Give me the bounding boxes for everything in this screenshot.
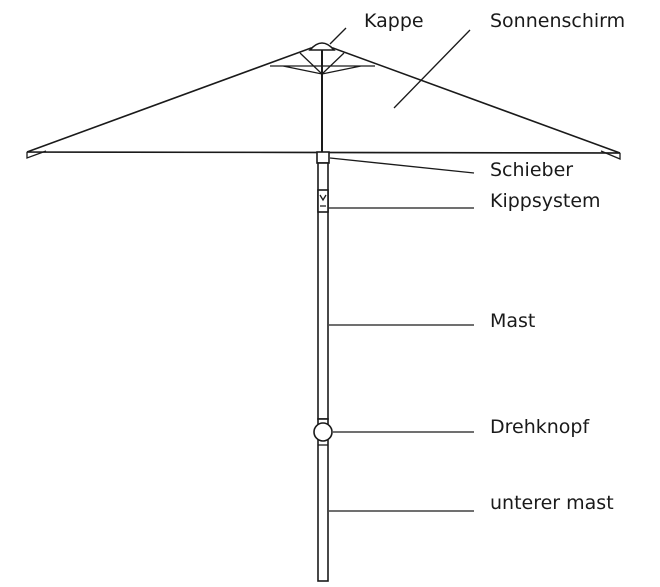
label-kappe: Kappe	[364, 10, 424, 32]
slider	[316, 151, 330, 164]
leader-sonnenschirm	[393, 29, 471, 109]
label-mast: Mast	[490, 310, 535, 332]
canopy-shape	[26, 47, 621, 154]
labels: Kappe Sonnenschirm Schieber Kippsystem M…	[364, 10, 625, 514]
mast	[313, 162, 333, 582]
canopy	[26, 42, 621, 160]
leader-lines	[329, 27, 475, 512]
label-sonnenschirm: Sonnenschirm	[490, 10, 625, 32]
leader-schieber	[329, 157, 475, 174]
label-schieber: Schieber	[490, 159, 573, 181]
label-kippsystem: Kippsystem	[490, 190, 601, 212]
tilt-detail	[319, 194, 327, 207]
left-rib-tip	[26, 150, 47, 159]
label-unterer-mast: unterer mast	[490, 492, 614, 514]
label-drehknopf: Drehknopf	[490, 416, 590, 438]
mast-lower	[317, 418, 329, 582]
canopy-cap	[308, 42, 336, 51]
rotary-knob	[313, 422, 333, 442]
leader-kappe	[329, 27, 347, 45]
right-rib-tip	[600, 150, 621, 160]
